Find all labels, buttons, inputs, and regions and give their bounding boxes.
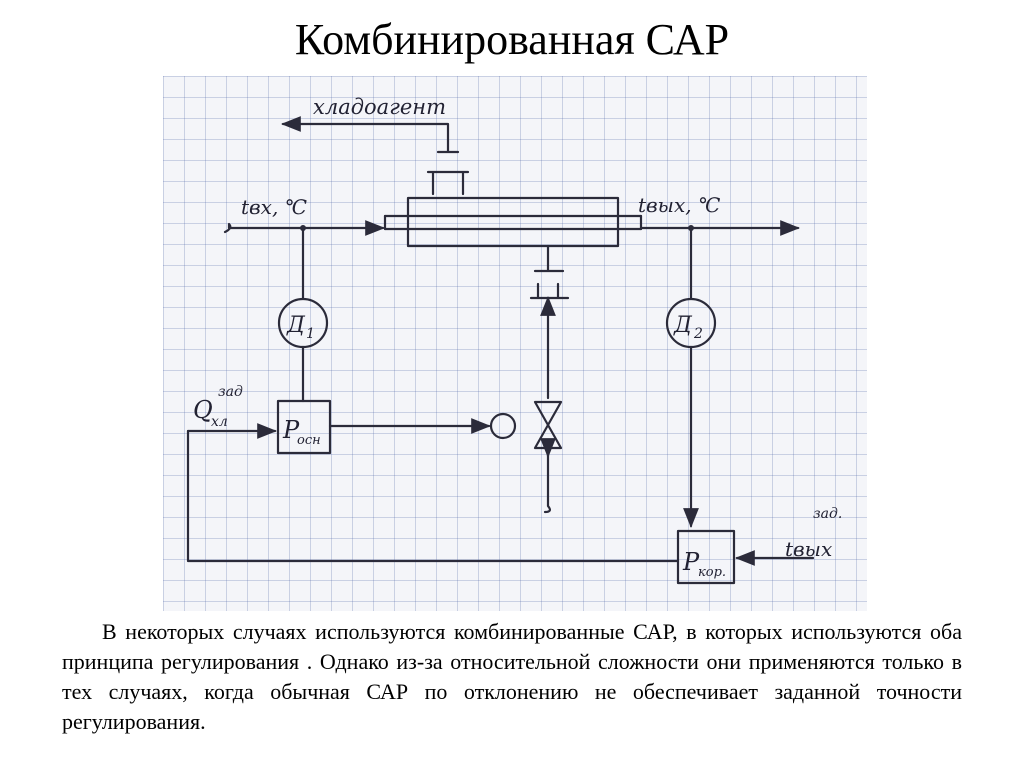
t-set-superscript: зад. [813, 506, 842, 522]
q-subscript: хл [211, 414, 228, 430]
t-in-label: tвх, ℃ [241, 195, 307, 219]
heat-exchanger [383, 196, 643, 248]
reg-corr-subscript: кор. [698, 565, 726, 580]
refrigerant-label: хладоагент [313, 95, 446, 119]
reg-main-letter: Р [282, 416, 300, 444]
sensor2-subscript: 2 [693, 326, 703, 342]
sensor-d2 [665, 226, 717, 528]
page-title: Комбинированная САР [294, 15, 730, 64]
t-out-label: tвых, ℃ [638, 193, 720, 217]
control-valve [533, 400, 563, 514]
reg-main-subscript: осн [297, 433, 321, 448]
sensor1-subscript: 1 [306, 326, 315, 342]
q-letter: Q [193, 396, 213, 424]
refrigerant-inlet-pipe [529, 244, 570, 400]
sensor-d1 [277, 226, 329, 403]
refrigerant-outlet-line [281, 116, 470, 196]
sensor1-letter: Д [286, 313, 306, 338]
actuator-circle [489, 412, 517, 440]
control-scheme-diagram: хладоагент tвх, ℃ tвых, ℃ [163, 76, 867, 611]
scheme-svg: хладоагент tвх, ℃ tвых, ℃ [186, 95, 842, 585]
corrective-regulator [186, 429, 815, 585]
description-paragraph: В некоторых случаях используются комбини… [62, 619, 962, 734]
sensor2-letter: Д [673, 313, 693, 338]
main-regulator [276, 399, 491, 455]
q-superscript: зад [218, 384, 243, 400]
outlet-line [639, 220, 800, 236]
t-set-label: tвых [785, 537, 832, 561]
reg-corr-letter: Р [682, 548, 700, 576]
